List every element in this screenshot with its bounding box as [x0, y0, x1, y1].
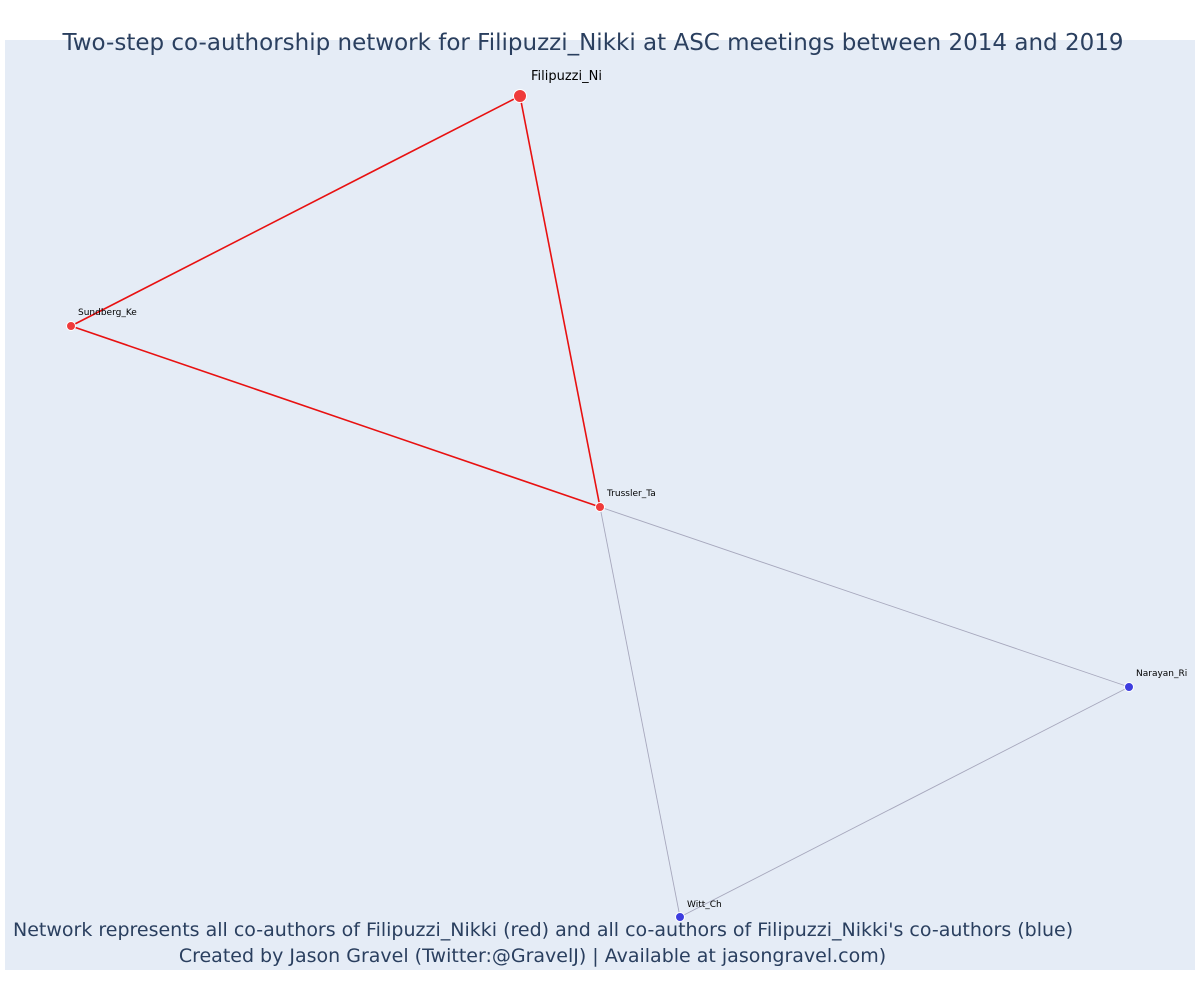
caption-line-2: Created by Jason Gravel (Twitter:@Gravel… [178, 945, 887, 967]
node-label-narayan-ri: Narayan_Ri [1136, 669, 1187, 679]
caption-line-1: Network represents all co-authors of Fil… [13, 919, 1074, 941]
node-witt-ch[interactable] [675, 912, 685, 922]
node-trussler-ta[interactable] [595, 502, 605, 512]
edge-trussler_ta-narayan_ri [599, 506, 1130, 688]
node-sundberg-ke[interactable] [66, 321, 76, 331]
edge-trussler_ta-witt_ch [599, 506, 681, 918]
edge-filipuzzi_ni-sundberg_ke [70, 95, 521, 327]
node-label-filipuzzi-ni: Filipuzzi_Ni [531, 69, 602, 84]
node-label-sundberg-ke: Sundberg_Ke [78, 308, 137, 318]
node-label-witt-ch: Witt_Ch [687, 900, 722, 910]
edge-sundberg_ke-trussler_ta [70, 325, 601, 508]
node-narayan-ri[interactable] [1124, 682, 1134, 692]
edge-filipuzzi_ni-trussler_ta [519, 95, 601, 508]
node-label-trussler-ta: Trussler_Ta [606, 489, 656, 499]
edge-narayan_ri-witt_ch [679, 686, 1130, 918]
node-filipuzzi-ni[interactable] [513, 89, 527, 103]
node-labels: Filipuzzi_NiSundberg_KeTrussler_TaNaraya… [78, 69, 1187, 910]
nodes [66, 89, 1134, 922]
edges [70, 95, 1130, 918]
chart-title: Two-step co-authorship network for Filip… [62, 30, 1124, 56]
